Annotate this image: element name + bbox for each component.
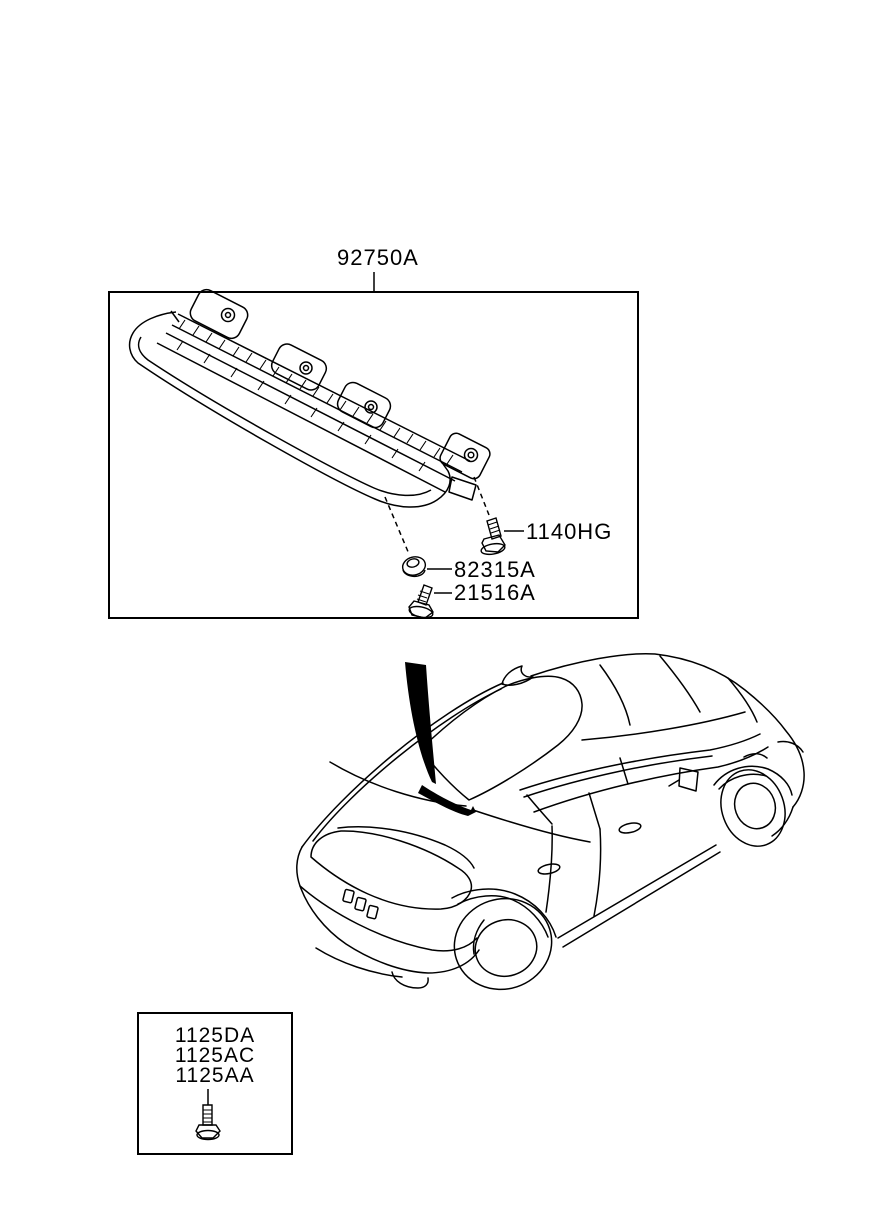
mounting-tab: [270, 343, 328, 391]
callout-label-grommet[interactable]: 82315A: [454, 557, 536, 582]
door-handle: [618, 822, 642, 834]
shark-fin-antenna: [501, 665, 534, 686]
hardware-part-label[interactable]: 1125AC: [174, 1044, 256, 1067]
callout-label-screw[interactable]: 21516A: [454, 580, 536, 605]
mounting-tab: [336, 381, 392, 429]
leader-lines: [207, 272, 524, 1105]
door-handle: [537, 863, 561, 875]
bolt-icon: [480, 517, 506, 556]
hardware-part-label[interactable]: 1125DA: [174, 1024, 256, 1047]
lens-hatching: [178, 319, 454, 465]
hardware-detail-box: [137, 1012, 293, 1155]
lamp-location-highlight: [418, 785, 476, 816]
hardware-part-labels: 1125DA 1125AC 1125AA: [139, 1024, 291, 1087]
rear-window: [420, 675, 583, 801]
mounting-tab: [189, 288, 249, 340]
assembly-detail-box: [108, 291, 639, 619]
assembly-part-label[interactable]: 92750A: [337, 245, 419, 270]
housing-hatching: [176, 340, 426, 472]
rear-wheel: [453, 897, 553, 991]
bolt-dashed-leader: [473, 476, 490, 516]
screw-icon: [408, 584, 434, 619]
hardware-part-label[interactable]: 1125AA: [175, 1064, 255, 1087]
exhaust-tip: [391, 971, 429, 989]
callout-label-bolt[interactable]: 1140HG: [526, 519, 613, 544]
grommet-icon: [401, 556, 427, 578]
taillight-band: [310, 830, 473, 910]
car-drawing: [296, 652, 805, 991]
grommet-dashed-leader: [384, 496, 410, 555]
front-wheel: [720, 769, 786, 847]
hardware-bolt-icon: [195, 1104, 221, 1141]
mounting-bracket: [439, 432, 491, 501]
stop-lamp-assembly-drawing: [128, 288, 491, 508]
location-arrow: [405, 662, 436, 784]
